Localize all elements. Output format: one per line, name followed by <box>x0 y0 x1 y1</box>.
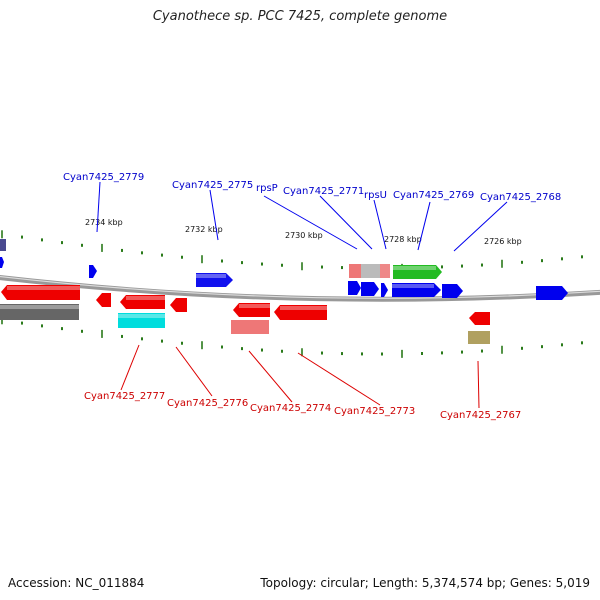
gene-label-cyan7425-2779[interactable]: Cyan7425_2779 <box>63 172 144 183</box>
gene-arrow-red[interactable] <box>233 303 270 317</box>
minus-strand-genes <box>0 285 490 344</box>
gene-arrow-blue[interactable] <box>196 273 233 287</box>
gene-label-cyan7425-2776[interactable]: Cyan7425_2776 <box>167 398 248 409</box>
scale-label: 2728 kbp <box>384 235 422 244</box>
gene-arrow-blue[interactable] <box>0 257 4 268</box>
scale-label: 2734 kbp <box>85 218 123 227</box>
gene-arrow-blue[interactable] <box>89 265 97 278</box>
gene-arrow-green[interactable] <box>393 265 442 279</box>
gene-pink[interactable] <box>349 264 361 278</box>
gene-label-rpsu[interactable]: rpsU <box>364 190 387 201</box>
gene-label-cyan7425-2771[interactable]: Cyan7425_2771 <box>283 186 364 197</box>
gene-grey[interactable] <box>0 304 79 320</box>
gene-purple-partial[interactable] <box>0 239 6 251</box>
gene-label-cyan7425-2777[interactable]: Cyan7425_2777 <box>84 391 165 402</box>
gene-arrow-blue[interactable] <box>381 283 388 297</box>
gene-arrow-blue[interactable] <box>536 286 568 300</box>
gene-pink[interactable] <box>380 264 390 278</box>
scale-label: 2732 kbp <box>185 225 223 234</box>
scale-ticks-bottom <box>1 316 583 358</box>
gene-pink[interactable] <box>231 320 269 334</box>
gene-arrow-red[interactable] <box>469 312 490 325</box>
gene-label-cyan7425-2769[interactable]: Cyan7425_2769 <box>393 190 474 201</box>
gene-arrow-red[interactable] <box>1 285 80 300</box>
gene-cyan[interactable] <box>118 313 165 328</box>
scale-label: 2730 kbp <box>285 231 323 240</box>
gene-label-rpsp[interactable]: rpsP <box>256 183 278 194</box>
gene-arrow-blue[interactable] <box>392 283 441 297</box>
gene-arrow-red[interactable] <box>120 295 165 309</box>
gene-grey-light[interactable] <box>361 264 380 278</box>
gene-label-cyan7425-2768[interactable]: Cyan7425_2768 <box>480 192 561 203</box>
genome-backbone <box>0 275 600 302</box>
genome-stats-text: Topology: circular; Length: 5,374,574 bp… <box>260 576 590 590</box>
gene-arrow-blue[interactable] <box>442 284 463 298</box>
gene-arrow-red[interactable] <box>274 305 327 320</box>
gene-label-cyan7425-2774[interactable]: Cyan7425_2774 <box>250 403 331 414</box>
gene-label-cyan7425-2775[interactable]: Cyan7425_2775 <box>172 180 253 191</box>
gene-arrow-red[interactable] <box>170 298 187 312</box>
plus-strand-genes <box>0 239 568 300</box>
scale-label: 2726 kbp <box>484 237 522 246</box>
top-label-leaders <box>96 181 508 252</box>
gene-label-cyan7425-2767[interactable]: Cyan7425_2767 <box>440 410 521 421</box>
gene-arrow-blue[interactable] <box>361 282 379 296</box>
gene-arrow-blue[interactable] <box>348 281 361 295</box>
bottom-label-leaders <box>120 344 480 409</box>
genome-title: Cyanothece sp. PCC 7425, complete genome <box>152 9 448 24</box>
accession-text: Accession: NC_011884 <box>8 576 145 590</box>
gene-olive[interactable] <box>468 331 490 344</box>
gene-arrow-red[interactable] <box>96 293 111 307</box>
gene-highlights <box>0 266 436 318</box>
gene-label-cyan7425-2773[interactable]: Cyan7425_2773 <box>334 406 415 417</box>
